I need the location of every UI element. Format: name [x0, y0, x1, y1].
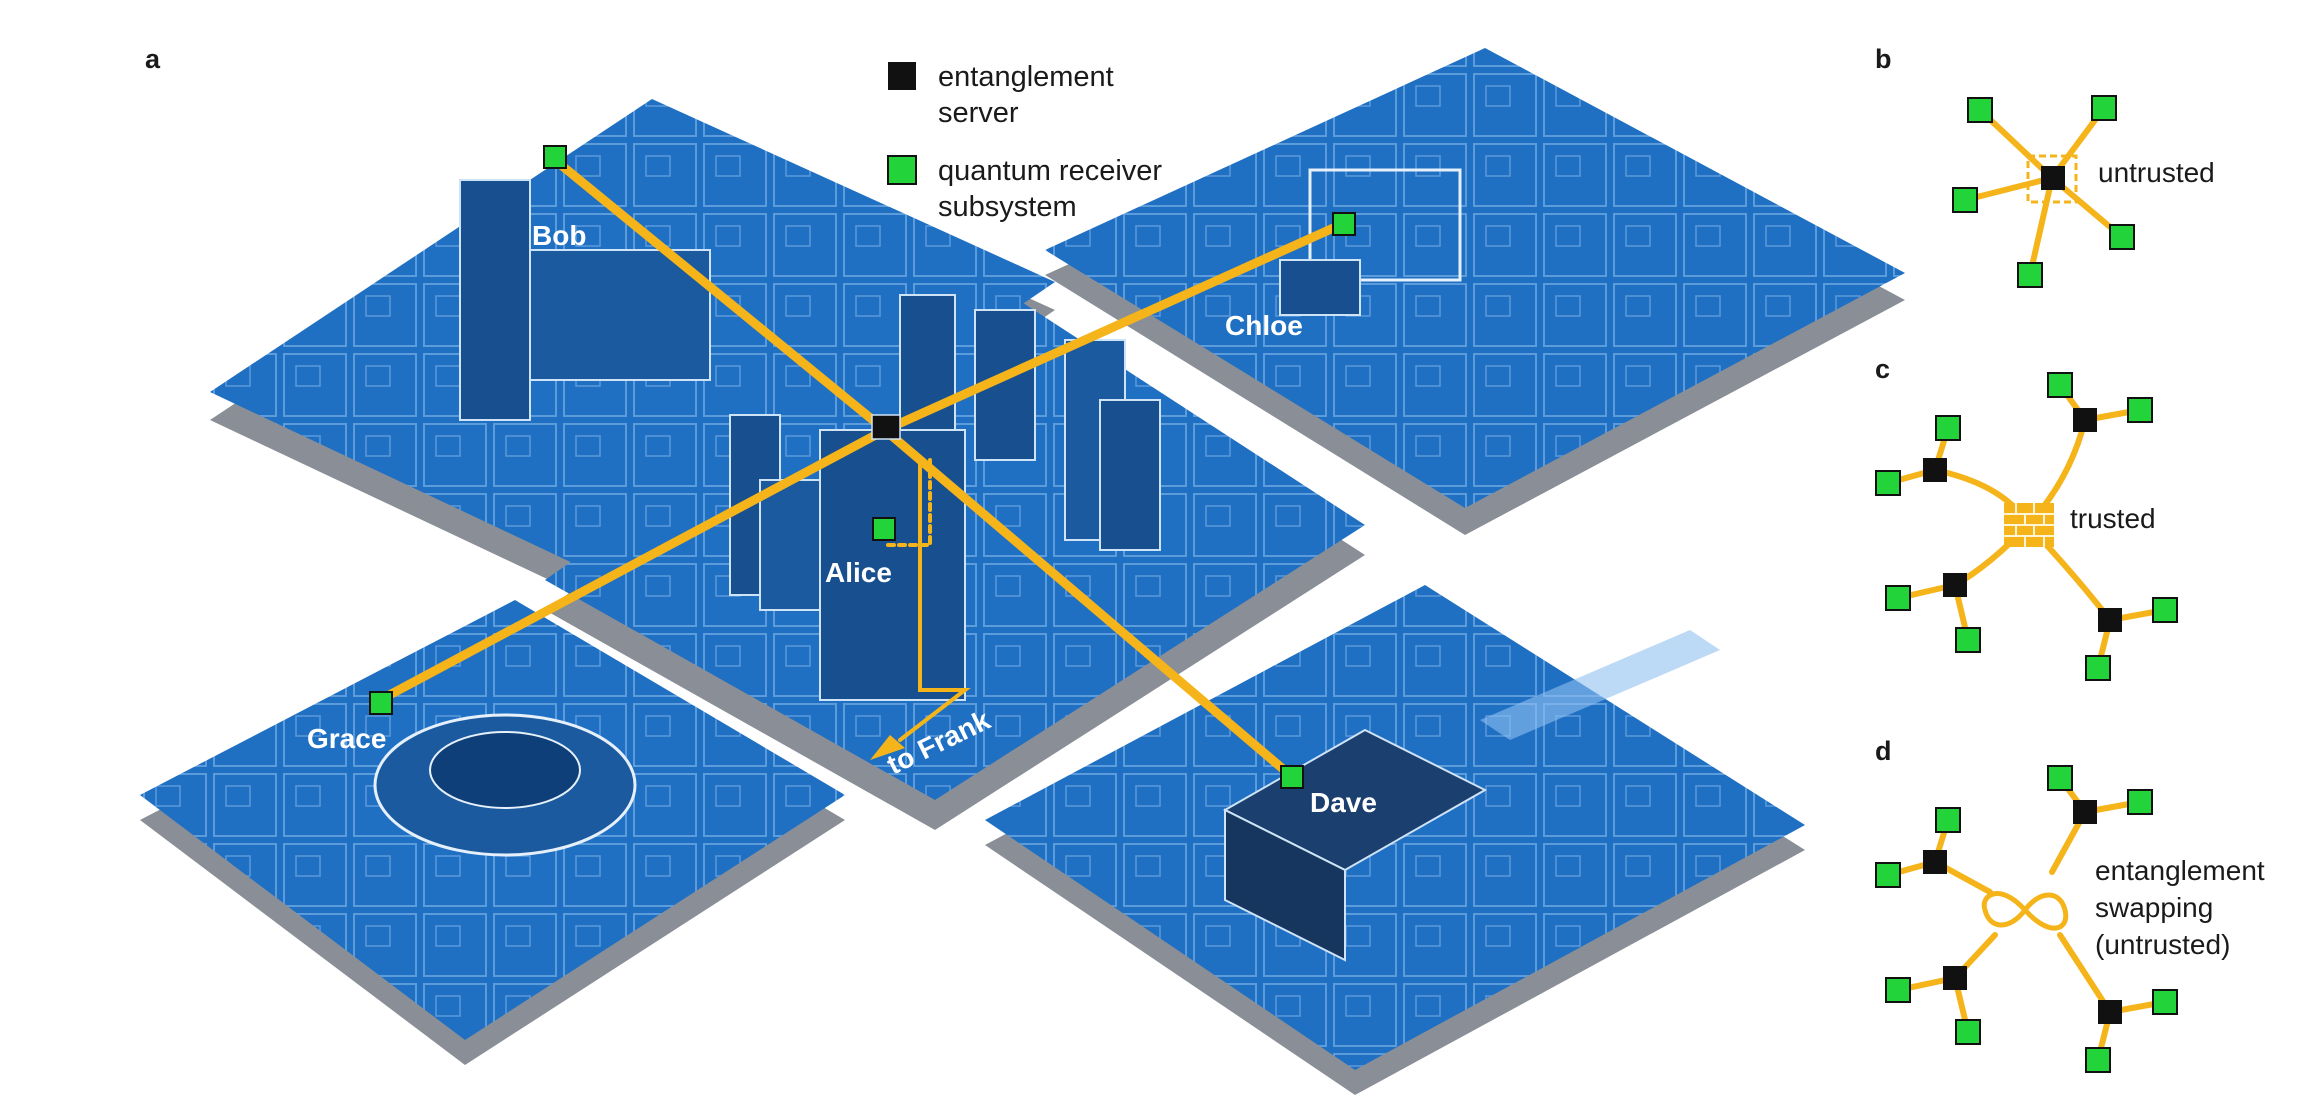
receiver-node [1935, 807, 1961, 833]
city-tile-dave [985, 585, 1805, 1095]
server-node [2098, 1000, 2122, 1024]
server-node [2098, 608, 2122, 632]
receiver-node [1955, 1019, 1981, 1045]
city-tile-grace [140, 600, 845, 1065]
receiver-node [2152, 989, 2178, 1015]
panel-c-letter: c [1875, 354, 1890, 384]
label-swapping-line1: entanglement [2095, 855, 2265, 886]
label-dave: Dave [1310, 787, 1377, 818]
legend-receiver-line2: subsystem [938, 191, 1077, 223]
label-swapping-line2: swapping [2095, 892, 2213, 923]
beam-grace [375, 425, 890, 705]
receiver-chloe [1332, 212, 1356, 236]
legend-server-swatch [888, 62, 916, 90]
legend-receiver-line1: quantum receiver [938, 155, 1162, 187]
firewall-wall [2004, 503, 2054, 547]
receiver-node [1967, 97, 1993, 123]
beam-chloe [880, 220, 1345, 435]
city-tile-chloe [1045, 48, 1905, 535]
label-trusted: trusted [2070, 503, 2156, 534]
legend-server-line1: entanglement [938, 61, 1114, 93]
receiver-node [2127, 397, 2153, 423]
label-swapping-line3: (untrusted) [2095, 929, 2230, 960]
fiber-to-alice [883, 458, 932, 547]
label-bob: Bob [532, 220, 586, 251]
label-alice: Alice [825, 557, 892, 588]
stage-truss-chloe [1308, 168, 1462, 282]
stadium-field [429, 731, 581, 809]
label-grace: Grace [307, 723, 386, 754]
panel-b-letter: b [1875, 44, 1892, 74]
legend: entanglement server quantum receiver sub… [887, 61, 1162, 223]
receiver-alice [872, 517, 896, 541]
receiver-node [1952, 187, 1978, 213]
receiver-node [2091, 95, 2117, 121]
receiver-grace [369, 691, 393, 715]
receiver-node [2085, 1047, 2111, 1073]
topology-untrusted [1952, 95, 2135, 288]
legend-server-line2: server [938, 97, 1019, 129]
receiver-dave [1280, 765, 1304, 789]
server-node [2073, 408, 2097, 432]
receiver-node [2047, 765, 2073, 791]
tower-6 [759, 479, 821, 611]
city-tile-center [545, 275, 1365, 830]
frank-arrowhead [870, 735, 905, 760]
receiver-node [2085, 655, 2111, 681]
rail-tracks [1480, 630, 1720, 740]
tower-5 [1099, 399, 1161, 551]
server-node [2073, 800, 2097, 824]
van-chloe [1279, 259, 1361, 316]
receiver-node [1875, 470, 1901, 496]
receiver-node [1875, 862, 1901, 888]
infinity-icon [1981, 891, 2069, 931]
entanglement-server [871, 414, 901, 440]
panel-a-letter: a [145, 44, 161, 74]
receiver-node [2109, 224, 2135, 250]
station-front-dave [1224, 808, 1346, 962]
server-node [1923, 458, 1947, 482]
building-bob [529, 249, 711, 381]
receiver-node [1935, 415, 1961, 441]
server-node [1923, 850, 1947, 874]
server-node [1943, 573, 1967, 597]
receiver-node [2047, 372, 2073, 398]
server-node [2041, 166, 2065, 190]
entanglement-beams [375, 155, 1345, 780]
receiver-bob [543, 145, 567, 169]
receiver-node [2127, 789, 2153, 815]
receiver-node [1955, 627, 1981, 653]
topology-trusted [1875, 372, 2178, 681]
fiber-to-frank [898, 458, 971, 742]
receiver-node [2017, 262, 2043, 288]
skyscraper-bob [459, 179, 531, 421]
beam-dave [880, 425, 1295, 780]
receiver-node [1885, 585, 1911, 611]
untrusted-box [2026, 154, 2078, 204]
topology-swapping [1875, 765, 2178, 1073]
receiver-node [1885, 977, 1911, 1003]
city-tile-bob [210, 99, 1055, 610]
beam-bob [550, 155, 890, 435]
label-untrusted: untrusted [2098, 157, 2215, 188]
label-chloe: Chloe [1225, 310, 1303, 341]
legend-receiver-swatch [887, 155, 917, 185]
receiver-node [2152, 597, 2178, 623]
panel-d-letter: d [1875, 736, 1892, 766]
server-node [1943, 966, 1967, 990]
